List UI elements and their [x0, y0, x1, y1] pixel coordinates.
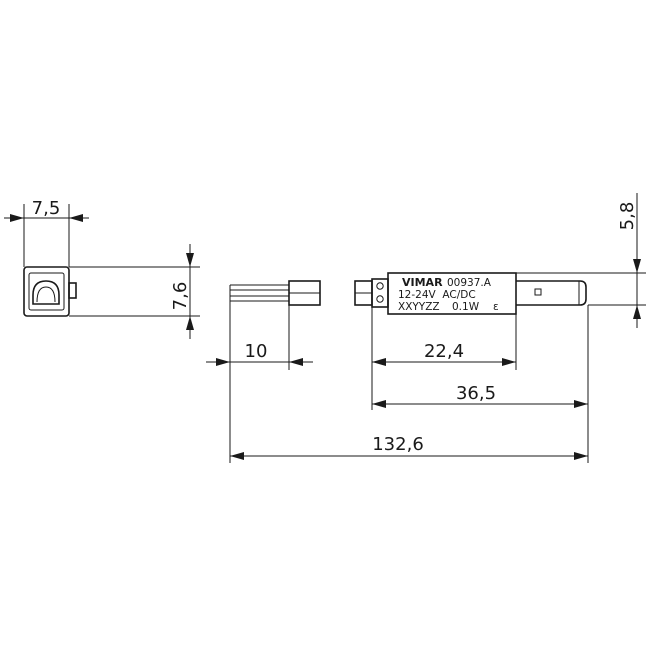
end-view [23, 266, 77, 317]
wire-connector [230, 280, 321, 306]
dim-end-width-label: 7,5 [32, 198, 61, 219]
led-indicator [534, 288, 542, 296]
dim-module-length-label: 36,5 [456, 383, 496, 404]
ce-mark: ε [493, 301, 499, 313]
batch-code: XXYYZZ [398, 301, 440, 313]
end-view-inner [28, 272, 65, 311]
dim-body-length: 22,4 [371, 307, 517, 410]
dim-body-length-label: 22,4 [424, 341, 464, 362]
dim-overall-height-label: 5,8 [617, 202, 638, 231]
dim-wire-length-label: 10 [245, 341, 268, 362]
dim-overall-height: 5,8 [516, 193, 646, 328]
module-body [387, 272, 517, 315]
dim-wire-length: 10 [206, 285, 313, 463]
end-view-body [23, 266, 70, 317]
product-code: 00937.A [447, 277, 492, 289]
end-view-tab [68, 282, 77, 299]
end-view-socket [32, 280, 60, 305]
voltage-label: 12-24V AC/DC [398, 289, 476, 301]
dim-end-height: 7,6 [69, 244, 200, 339]
dim-module-length: 36,5 [372, 305, 589, 463]
dim-end-width: 7,5 [4, 198, 89, 267]
dim-end-height-label: 7,6 [170, 282, 191, 311]
led-module: VIMAR 00937.A 12-24V AC/DC XXYYZZ 0.1W ε [354, 272, 587, 315]
dim-total-length: 132,6 [230, 434, 588, 460]
power-label: 0.1W [452, 301, 480, 313]
dim-total-length-label: 132,6 [372, 434, 424, 455]
end-view-socket-inner [36, 286, 56, 303]
brand-label: VIMAR [402, 276, 443, 289]
module-nose [516, 280, 587, 306]
